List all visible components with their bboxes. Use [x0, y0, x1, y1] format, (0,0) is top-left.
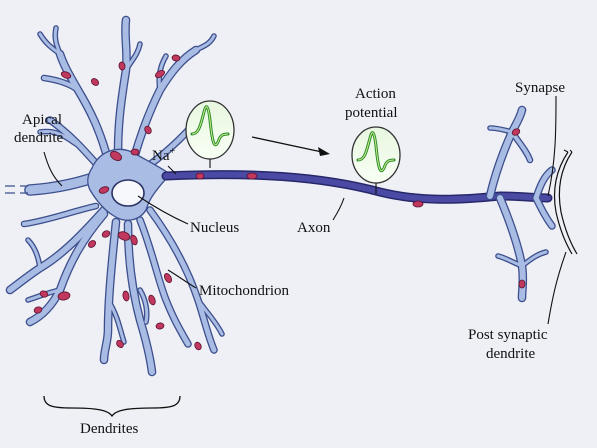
axon-terminal-branch	[487, 107, 525, 199]
axon-terminals-fill	[487, 107, 555, 301]
dendrite-branch	[196, 298, 224, 336]
mitochondrion	[412, 200, 424, 208]
dendrite-branch	[137, 217, 191, 347]
dendrite-branch	[38, 130, 78, 146]
dendrite-branch	[38, 32, 62, 56]
axon-terminal-branch	[510, 130, 532, 162]
nucleus-label: Nucleus	[190, 220, 239, 236]
dendrite-branch	[125, 221, 155, 375]
mitochondrion	[246, 172, 258, 180]
axon-label: Axon	[297, 220, 331, 236]
mitochondrion	[171, 54, 181, 62]
mitochondrion-label: Mitochondrion	[199, 283, 289, 299]
post-synaptic-membrane	[553, 149, 578, 255]
synapse-label: Synapse	[515, 80, 565, 96]
post-synaptic-label-line2: dendrite	[486, 346, 535, 362]
mitochondria-group	[33, 54, 526, 351]
mitochondrion	[101, 230, 111, 238]
nucleus	[111, 179, 145, 207]
dendrite-branch	[26, 238, 42, 270]
mitochondrion	[155, 69, 165, 79]
action-potential-label-line1: Action	[355, 86, 396, 102]
mitochondrion	[110, 151, 122, 161]
post-synaptic-label-line1: Post synaptic	[468, 327, 548, 343]
mitochondrion	[33, 306, 43, 314]
apical-dendrite-label-line2: dendrite	[14, 130, 63, 146]
sodium-ion-label: Na+	[152, 146, 176, 164]
mitochondrion	[163, 273, 173, 283]
apical-dendrite-label-line1: Apical	[22, 112, 62, 128]
mitochondrion	[195, 172, 205, 180]
mitochondrion	[116, 339, 124, 349]
mitochondrion	[194, 341, 202, 351]
axon-terminal-branch	[533, 195, 555, 229]
mitochondrion	[117, 231, 131, 241]
mitochondrion	[118, 61, 126, 71]
dendrites-label: Dendrites	[80, 421, 138, 437]
dendrites-brace	[43, 395, 181, 418]
dendrite-branch	[42, 76, 80, 92]
mitochondrion	[87, 240, 97, 248]
mitochondrion	[511, 128, 521, 136]
dendrite-branch	[194, 34, 216, 52]
dendrite-branch	[101, 219, 119, 363]
mitochondrion	[122, 290, 130, 302]
action-potential-label-line2: potential	[345, 105, 398, 121]
axon-terminal-branch	[496, 254, 524, 268]
action-potential-bubble-2	[351, 126, 401, 184]
axon	[161, 170, 553, 204]
mitochondrion	[130, 234, 138, 246]
mitochondrion	[148, 294, 156, 306]
mitochondrion	[90, 78, 100, 86]
mitochondrion	[98, 186, 110, 194]
action-potential-bubble-1	[185, 100, 235, 160]
axon-terminal-branch	[488, 126, 514, 134]
axon-terminal-branch	[520, 250, 548, 268]
leader-lines	[43, 95, 567, 325]
dendrite-branch	[106, 298, 126, 344]
mitochondrion	[518, 279, 526, 289]
mitochondrion	[60, 71, 72, 79]
dendrite-branch	[22, 204, 98, 226]
mitochondrion	[155, 322, 165, 330]
dendrite-branch	[138, 288, 149, 324]
mitochondrion	[144, 125, 152, 135]
mitochondrion	[57, 291, 71, 301]
dendrite-branch	[147, 207, 217, 353]
mitochondrion	[39, 290, 49, 298]
dendrite-branch	[124, 42, 142, 72]
propagation-arrow	[251, 136, 330, 156]
axon-terminal-branch	[533, 167, 555, 201]
dendrite-branch-outline	[129, 45, 201, 163]
dendrite-branches-fill	[7, 17, 224, 375]
mitochondrion	[130, 148, 140, 156]
apical-dendrite-continuation	[5, 185, 28, 194]
